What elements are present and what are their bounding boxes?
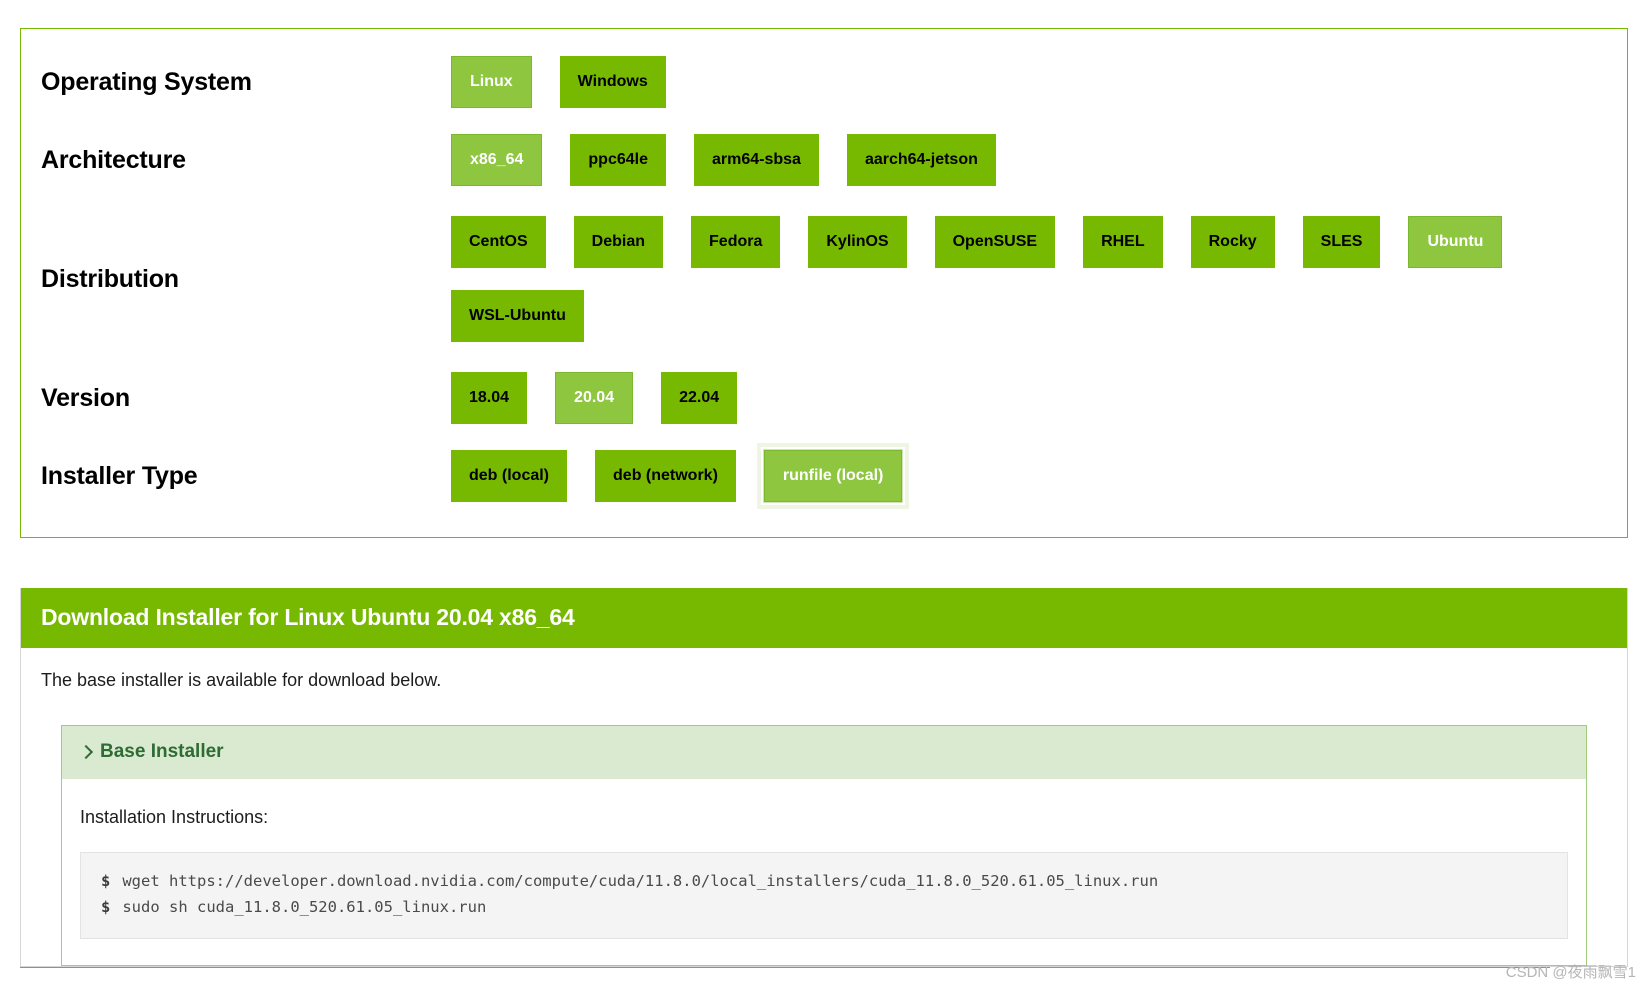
- option-debian[interactable]: Debian: [573, 216, 664, 268]
- selector-row-architecture: Architecture x86_64 ppc64le arm64-sbsa a…: [21, 121, 1627, 199]
- option-rocky[interactable]: Rocky: [1190, 216, 1275, 268]
- shell-prompt: $: [101, 897, 111, 916]
- selector-options-architecture: x86_64 ppc64le arm64-sbsa aarch64-jetson: [451, 134, 1627, 186]
- base-installer-title: Base Installer: [100, 741, 224, 762]
- distribution-row-1: CentOS Debian Fedora KylinOS OpenSUSE RH…: [451, 216, 1530, 268]
- option-aarch64-jetson[interactable]: aarch64-jetson: [846, 134, 996, 186]
- distribution-row-2: WSL-Ubuntu: [451, 290, 1530, 342]
- option-windows[interactable]: Windows: [559, 56, 666, 108]
- option-wsl-ubuntu[interactable]: WSL-Ubuntu: [451, 290, 584, 342]
- bottom-divider: [20, 967, 1550, 968]
- selector-label-version: Version: [41, 383, 130, 412]
- selector-row-installer-type: Installer Type deb (local) deb (network)…: [21, 437, 1627, 515]
- download-body: The base installer is available for down…: [21, 648, 1627, 967]
- option-ubuntu[interactable]: Ubuntu: [1408, 216, 1503, 268]
- option-arm64-sbsa[interactable]: arm64-sbsa: [693, 134, 819, 186]
- selector-label-distribution: Distribution: [41, 264, 179, 293]
- installation-code-block[interactable]: $ wget https://developer.download.nvidia.…: [80, 852, 1568, 940]
- selector-options-distribution: CentOS Debian Fedora KylinOS OpenSUSE RH…: [451, 216, 1627, 342]
- base-installer-toggle[interactable]: Base Installer: [62, 726, 1586, 779]
- option-rhel[interactable]: RHEL: [1083, 216, 1163, 268]
- code-line: $ sudo sh cuda_11.8.0_520.61.05_linux.run: [101, 895, 1547, 921]
- code-command: wget https://developer.download.nvidia.c…: [122, 872, 1159, 890]
- selector-options-installer-type: deb (local) deb (network) runfile (local…: [451, 443, 1627, 509]
- selector-label-installer-type: Installer Type: [41, 461, 198, 490]
- selector-row-operating-system: Operating System Linux Windows: [21, 43, 1627, 121]
- selector-options-operating-system: Linux Windows: [451, 56, 1627, 108]
- selector-label-architecture: Architecture: [41, 145, 186, 174]
- selector-options-version: 18.04 20.04 22.04: [451, 372, 1627, 424]
- base-installer-content: Installation Instructions: $ wget https:/…: [62, 779, 1586, 965]
- shell-prompt: $: [101, 872, 111, 890]
- base-installer-section: Base Installer Installation Instructions…: [61, 725, 1587, 967]
- download-installer-panel: Download Installer for Linux Ubuntu 20.0…: [20, 588, 1628, 968]
- option-x86-64[interactable]: x86_64: [451, 134, 543, 186]
- option-sles[interactable]: SLES: [1302, 216, 1381, 268]
- option-version-22-04[interactable]: 22.04: [661, 372, 738, 424]
- option-centos[interactable]: CentOS: [451, 216, 546, 268]
- option-deb-local[interactable]: deb (local): [451, 450, 568, 502]
- option-version-18-04[interactable]: 18.04: [451, 372, 528, 424]
- selector-row-distribution: Distribution CentOS Debian Fedora KylinO…: [21, 199, 1627, 359]
- code-line: $ wget https://developer.download.nvidia.…: [101, 869, 1547, 895]
- option-kylinos[interactable]: KylinOS: [808, 216, 907, 268]
- option-fedora[interactable]: Fedora: [691, 216, 781, 268]
- watermark: CSDN @夜雨飘雪1: [1505, 964, 1636, 981]
- download-header-title: Download Installer for Linux Ubuntu 20.0…: [21, 588, 1627, 648]
- option-opensuse[interactable]: OpenSUSE: [934, 216, 1056, 268]
- download-intro-text: The base installer is available for down…: [41, 670, 442, 690]
- option-version-20-04[interactable]: 20.04: [555, 372, 634, 424]
- code-command: sudo sh cuda_11.8.0_520.61.05_linux.run: [122, 897, 487, 916]
- chevron-right-icon: [80, 746, 92, 758]
- selector-label-operating-system: Operating System: [41, 67, 252, 96]
- selector-row-version: Version 18.04 20.04 22.04: [21, 359, 1627, 437]
- installation-instructions-label: Installation Instructions:: [80, 807, 269, 827]
- option-ppc64le[interactable]: ppc64le: [570, 134, 666, 186]
- option-linux[interactable]: Linux: [451, 56, 532, 108]
- cuda-selector-panel: Operating System Linux Windows Architect…: [20, 28, 1628, 538]
- option-deb-network[interactable]: deb (network): [595, 450, 736, 502]
- option-runfile-local[interactable]: runfile (local): [756, 443, 910, 509]
